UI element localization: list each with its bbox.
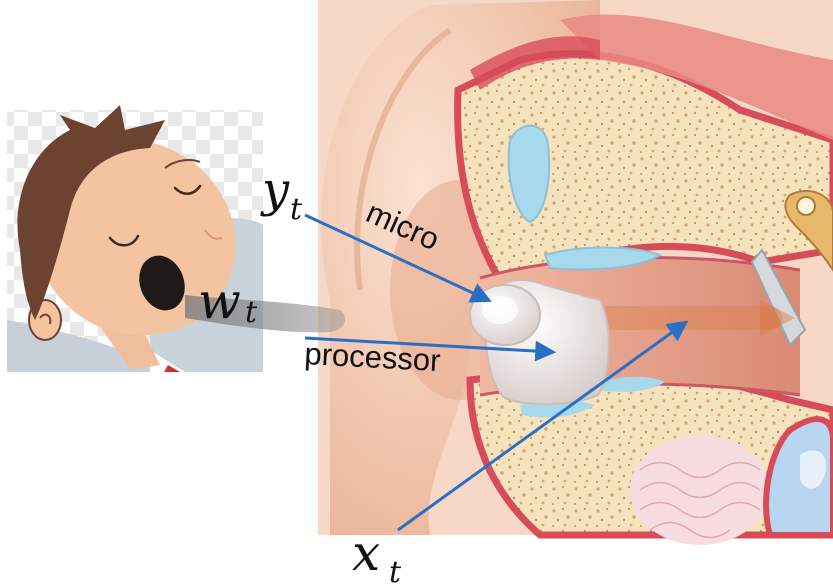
label-x-sub: t bbox=[389, 555, 402, 587]
label-y-var: y bbox=[260, 162, 290, 218]
label-w-sub: t bbox=[245, 295, 258, 330]
label-y-sub: t bbox=[290, 192, 303, 227]
snoring-person-illustration bbox=[7, 105, 263, 372]
ear-anatomy-illustration bbox=[318, 0, 833, 545]
label-w-var: w bbox=[198, 272, 241, 330]
label-x-var: x bbox=[352, 524, 380, 582]
label-y-t: y t bbox=[260, 162, 303, 227]
label-processor: processor bbox=[304, 336, 442, 378]
